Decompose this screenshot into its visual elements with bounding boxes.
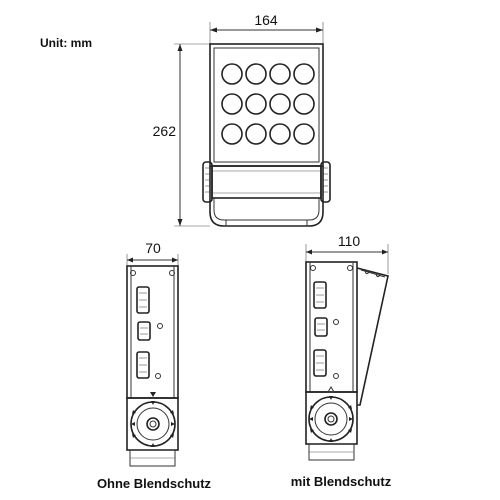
led-lens — [269, 93, 291, 115]
plain-rotation-dial — [130, 392, 176, 447]
front-housing — [202, 43, 331, 227]
led-lens — [245, 63, 267, 85]
front-view: 164 262 — [153, 12, 331, 227]
front-width-label: 164 — [254, 12, 278, 28]
led-lens — [293, 63, 315, 85]
front-width-dimension: 164 — [209, 12, 324, 44]
shield-caption: mit Blendschutz — [291, 474, 392, 489]
plain-width-dimension: 70 — [126, 240, 179, 272]
unit-label: Unit: mm — [40, 36, 92, 50]
led-lens — [269, 123, 291, 145]
shield-width-label: 110 — [338, 233, 361, 249]
glare-shield — [356, 267, 389, 406]
led-lens — [293, 93, 315, 115]
front-height-label: 262 — [153, 123, 177, 139]
led-lens — [221, 123, 243, 145]
shield-rotation-dial — [308, 386, 354, 442]
shield-width-dimension: 110 — [305, 233, 389, 274]
plain-width-label: 70 — [145, 240, 161, 256]
led-lens — [221, 93, 243, 115]
side-view-shield: 110 — [291, 233, 392, 489]
front-height-dimension: 262 — [153, 43, 210, 227]
led-array — [221, 63, 315, 145]
side-view-plain: 70 — [97, 240, 212, 491]
led-lens — [245, 93, 267, 115]
led-lens — [221, 63, 243, 85]
led-lens — [293, 123, 315, 145]
plain-housing — [126, 265, 179, 467]
led-lens — [245, 123, 267, 145]
led-lens — [269, 63, 291, 85]
plain-caption: Ohne Blendschutz — [97, 476, 212, 491]
